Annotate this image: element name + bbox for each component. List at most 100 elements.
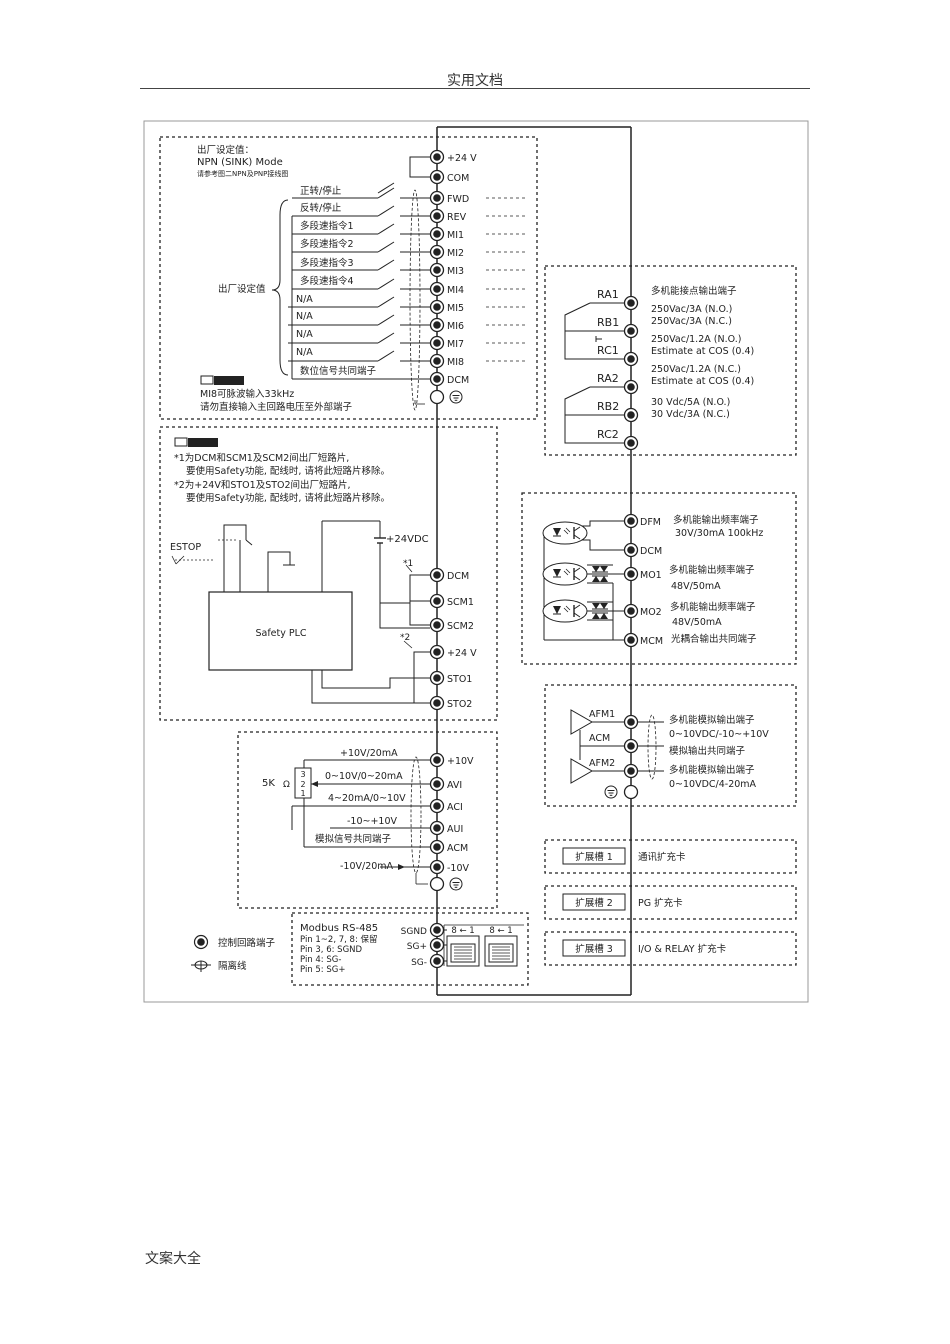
dfm-desc-2: 30V/30mA 100kHz — [675, 528, 763, 539]
safety-terminal-24-v-3 — [429, 644, 445, 660]
optocoupler-mo2 — [542, 599, 588, 623]
mi8-note-line2: 请勿直接输入主回路电压至外部端子 — [200, 401, 353, 413]
aout-terminal-afm1-0 — [623, 714, 639, 730]
relay-terminal-ra1-0-dot — [627, 299, 635, 307]
pot-pin2: 2 — [300, 780, 305, 789]
relay-terminal-rb1-1 — [623, 323, 639, 339]
pot-label: 5K — [262, 778, 275, 789]
jumper-24v-com — [409, 156, 430, 178]
terminal-dcm-12 — [429, 371, 445, 387]
ground-icon-digital — [449, 390, 463, 404]
relay-terminal-rc1-2 — [623, 351, 639, 367]
output-terminal-label-mo1-2: MO1 — [640, 570, 662, 581]
slot1-box — [544, 839, 797, 874]
output-terminal-label-dcm-1: DCM — [640, 546, 662, 557]
terminal-mi4-7-dot — [433, 285, 441, 293]
terminal-label-mi4-7: MI4 — [447, 285, 464, 296]
analog-signal-label-5: -10V/20mA — [340, 861, 394, 872]
mcm-desc: 光耦合输出共同端子 — [671, 633, 757, 645]
switch-label-6: N/A — [296, 294, 313, 305]
terminal-fwd-2-dot — [433, 194, 441, 202]
safety-box — [159, 426, 498, 721]
comm-box — [291, 912, 529, 986]
analog-terminal-aui-3 — [429, 820, 445, 836]
terminal-label-mi7-10: MI7 — [447, 339, 464, 350]
relay-terminal-rb1-1-dot — [627, 327, 635, 335]
comm-terminal-sgnd-0 — [429, 922, 445, 938]
avi-arrow — [311, 781, 318, 787]
marks-layer: +24 VCOMFWDREVMI1MI2MI3MI4MI5MI6MI7MI8DC… — [174, 149, 663, 969]
relay-terminal-rc2-5-dot — [627, 439, 635, 447]
switch-7-blade — [377, 314, 395, 326]
estop-label: ESTOP — [170, 542, 201, 553]
comm-line1: Pin 1~2, 7, 8: 保留 — [300, 934, 378, 945]
safety-terminal-label-24-v-3: +24 V — [447, 648, 477, 659]
mo2-desc-1: 多机能输出频率端子 — [670, 601, 756, 613]
afm2-amp — [570, 758, 594, 784]
analog-terminal-label-10v-5: -10V — [447, 863, 470, 874]
analog-terminal-aci-2 — [429, 798, 445, 814]
terminal-label-mi5-8: MI5 — [447, 303, 464, 314]
safety-note-line1: *1为DCM和SCM1及SCM2间出厂短路片, — [174, 452, 349, 464]
safety-terminal-label-scm1-1: SCM1 — [447, 597, 474, 608]
wires-layer — [171, 156, 664, 966]
jumper-sto1-sto2 — [413, 678, 430, 704]
analog-input-box — [237, 731, 498, 909]
terminal-mi3-6-dot — [433, 266, 441, 274]
terminal-24-v-0-dot — [433, 153, 441, 161]
safety-note-line3: *2为+24V和STO1及STO2间出厂短路片, — [174, 479, 351, 491]
relay1-arm — [564, 302, 591, 331]
analog-signal-label-2: 4~20mA/0~10V — [328, 793, 406, 804]
output-terminal-dcm-1-dot — [627, 546, 635, 554]
analog-terminal-avi-1 — [429, 776, 445, 792]
aout-terminal-label-acm-1: ACM — [589, 733, 610, 744]
safety-terminal-scm1-1 — [429, 593, 445, 609]
switch-fwd-blade-top — [377, 182, 395, 194]
mo2-desc-2: 48V/50mA — [672, 617, 722, 628]
aout-terminal-afm1-0-dot — [627, 718, 635, 726]
switch-label-5: 多段速指令4 — [300, 275, 354, 287]
shield-aout — [647, 714, 657, 780]
plc-to-sto2 — [311, 670, 430, 704]
pot-pin1: 1 — [300, 789, 305, 798]
relay-terminal-rb2-4 — [623, 407, 639, 423]
safety-terminal-sto2-5-dot — [433, 699, 441, 707]
safety-terminal-sto2-5 — [429, 695, 445, 711]
terminal-label-mi1-4: MI1 — [447, 230, 464, 241]
terminal-label-mi6-9: MI6 — [447, 321, 464, 332]
slot3-desc: I/O & RELAY 扩充卡 — [638, 943, 727, 955]
pot-omega: Ω — [283, 780, 290, 790]
relay-box — [544, 265, 797, 456]
relay-terminal-label-ra2-3: RA2 — [597, 372, 619, 385]
terminal-com-1 — [429, 169, 445, 185]
terminal-com-1-dot — [433, 173, 441, 181]
output-terminal-mcm-4 — [623, 632, 639, 648]
relay-terminal-rb2-4-dot — [627, 411, 635, 419]
legend-shield-icon — [191, 960, 211, 972]
terminal-24-v-0 — [429, 149, 445, 165]
terminal-label-mi2-5: MI2 — [447, 248, 464, 259]
safety-plc-box — [208, 591, 353, 671]
aout-terminal-afm2-2-dot — [627, 767, 635, 775]
neg10v-arrow — [398, 864, 405, 870]
relay-terminal-label-rc1-2: RC1 — [597, 344, 619, 357]
rc2-wire — [564, 415, 624, 444]
comm-line2: Pin 3, 6: SGND — [300, 945, 363, 955]
terminal-mi8-11 — [429, 353, 445, 369]
aout-terminal-label-afm2-2: AFM2 — [589, 758, 615, 769]
slot2-desc: PG 扩充卡 — [638, 897, 683, 909]
terminal-label-rev-3: REV — [447, 212, 467, 223]
terminal-mi7-10-dot — [433, 339, 441, 347]
earth-terminal-analog — [429, 876, 445, 892]
legend-terminal-label: 控制回路端子 — [218, 937, 276, 949]
relay-line-5: 250Vac/1.2A (N.C.) — [651, 364, 741, 375]
terminal-mi5-8 — [429, 299, 445, 315]
terminal-label-mi3-6: MI3 — [447, 266, 464, 277]
analog-terminal-acm-4 — [429, 839, 445, 855]
factory-brace — [271, 199, 289, 376]
note-icon-pencil — [200, 375, 214, 385]
relay-terminal-label-rb2-4: RB2 — [597, 400, 619, 413]
jumper-dcm-scm1 — [409, 574, 430, 602]
output-terminal-mo2-3 — [623, 603, 639, 619]
